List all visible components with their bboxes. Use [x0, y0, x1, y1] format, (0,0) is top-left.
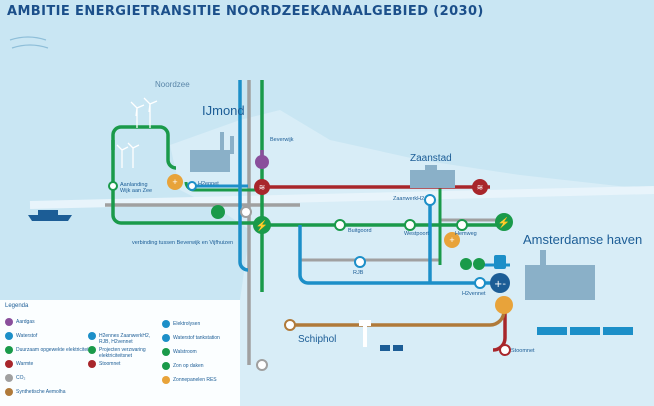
factory-icon — [410, 165, 455, 188]
legend-item-label: Elektrolysen — [173, 321, 201, 327]
region-noordzee: Noordzee — [155, 80, 190, 89]
legend-swatch-icon — [5, 332, 13, 340]
legend-swatch-icon — [88, 346, 96, 354]
legend-title: Legenda — [5, 303, 29, 309]
label-westpoort: Westpoort — [404, 231, 429, 237]
stations — [108, 181, 511, 371]
noordzee-kanaal — [29, 186, 654, 209]
solar-panel-icon — [380, 345, 403, 351]
electrolyser-icon: +- — [490, 273, 510, 293]
svg-text:≋: ≋ — [259, 183, 266, 192]
plug-icon — [211, 205, 225, 219]
svg-text:+: + — [172, 177, 177, 187]
region-amsterdamse-haven: Amsterdamse haven — [523, 232, 643, 247]
ship-icon — [28, 210, 72, 221]
legend-swatch-icon — [5, 346, 13, 354]
electricity-line — [111, 125, 177, 170]
legend-item-label: CO₂ — [16, 375, 26, 381]
legend-item-label: Duurzaam opgewekte elektriciteit — [16, 347, 90, 353]
electricity-icon: ⚡ — [495, 213, 513, 231]
legend-swatch-icon — [5, 388, 13, 396]
page-title: AMBITIE ENERGIETRANSITIE NOORDZEEKANAALG… — [7, 4, 484, 19]
label-verbinding: verbinding tussen Beverwijk en Vijfhuize… — [132, 240, 234, 246]
legend-swatch-icon — [162, 376, 170, 384]
legend-item-label: Waterstof tankstation — [173, 335, 220, 341]
legend-item-label: Zon op daken — [173, 363, 204, 369]
label-aanlanding: Aanlanding Wijk aan Zee — [120, 182, 153, 194]
svg-text:⚡: ⚡ — [256, 219, 268, 232]
label-h2ennet: H2ennet — [198, 181, 219, 187]
label-rjb: RJB — [353, 270, 364, 276]
legend-swatch-icon — [162, 362, 170, 370]
label-buitgoord: Buitgoord — [348, 228, 372, 234]
label-stoomnet: Stoomnet — [511, 348, 535, 354]
legend-item-label: Projecten verzwaring elektriciteitsnet — [99, 347, 146, 359]
hydrogen-line — [298, 225, 500, 285]
svg-text:+: + — [449, 235, 454, 245]
electricity-icon: ⚡ — [253, 216, 271, 234]
legend-swatch-icon — [88, 360, 96, 368]
shore-power-icon — [460, 258, 485, 270]
train-icon — [537, 327, 633, 335]
legend-item-label: Aardgas — [16, 319, 35, 325]
legend-item-label: H2ennes ZaanwerkH2, RJB, H2vennet — [99, 333, 151, 345]
label-beverwijk: Beverwijk — [270, 137, 294, 143]
drop-icon — [495, 296, 513, 314]
airport-tower-icon — [359, 320, 371, 347]
region-schiphol: Schiphol — [298, 334, 337, 345]
factory-icon — [525, 250, 595, 300]
legend-item-label: Walstroom — [173, 349, 197, 355]
label-hemweg: Hemweg — [455, 231, 477, 237]
region-ijmond: IJmond — [202, 103, 245, 118]
legend-swatch-icon — [88, 332, 96, 340]
legend-panel — [0, 300, 240, 406]
region-zaanstad: Zaanstad — [410, 153, 452, 164]
gas-icon — [255, 155, 269, 169]
legend-item-label: Zonnepanelen RES — [173, 377, 217, 383]
label-h2vennet: H2vennet — [462, 291, 486, 297]
label-zaanwerkh2: ZaanwerkH2 — [393, 196, 425, 202]
legend-swatch-icon — [162, 348, 170, 356]
land-area — [170, 110, 654, 406]
solar-icon: + — [444, 232, 460, 248]
solar-icon: + — [167, 174, 183, 190]
factory-icon — [190, 132, 234, 172]
svg-text:+-: +- — [494, 279, 506, 290]
hydrogen-line — [238, 80, 249, 272]
heat-icon: ≋ — [472, 179, 488, 195]
legend-item-label: Waterstof — [16, 333, 38, 339]
wind-turbine-icon — [116, 97, 158, 168]
legend-swatch-icon — [5, 318, 13, 326]
legend-swatch-icon — [162, 334, 170, 342]
svg-text:≋: ≋ — [477, 183, 484, 192]
legend-swatch-icon — [5, 374, 13, 382]
legend-swatch-icon — [5, 360, 13, 368]
legend-item-label: Warmte — [16, 361, 34, 367]
legend-swatch-icon — [162, 320, 170, 328]
tank-icon — [494, 255, 506, 269]
electricity-line — [111, 140, 262, 225]
svg-text:⚡: ⚡ — [498, 216, 510, 229]
legend-item-label: Stoomnet — [99, 361, 121, 367]
heat-icon: ≋ — [254, 179, 270, 195]
legend-item-label: Synthetische Aemolha — [16, 389, 66, 395]
